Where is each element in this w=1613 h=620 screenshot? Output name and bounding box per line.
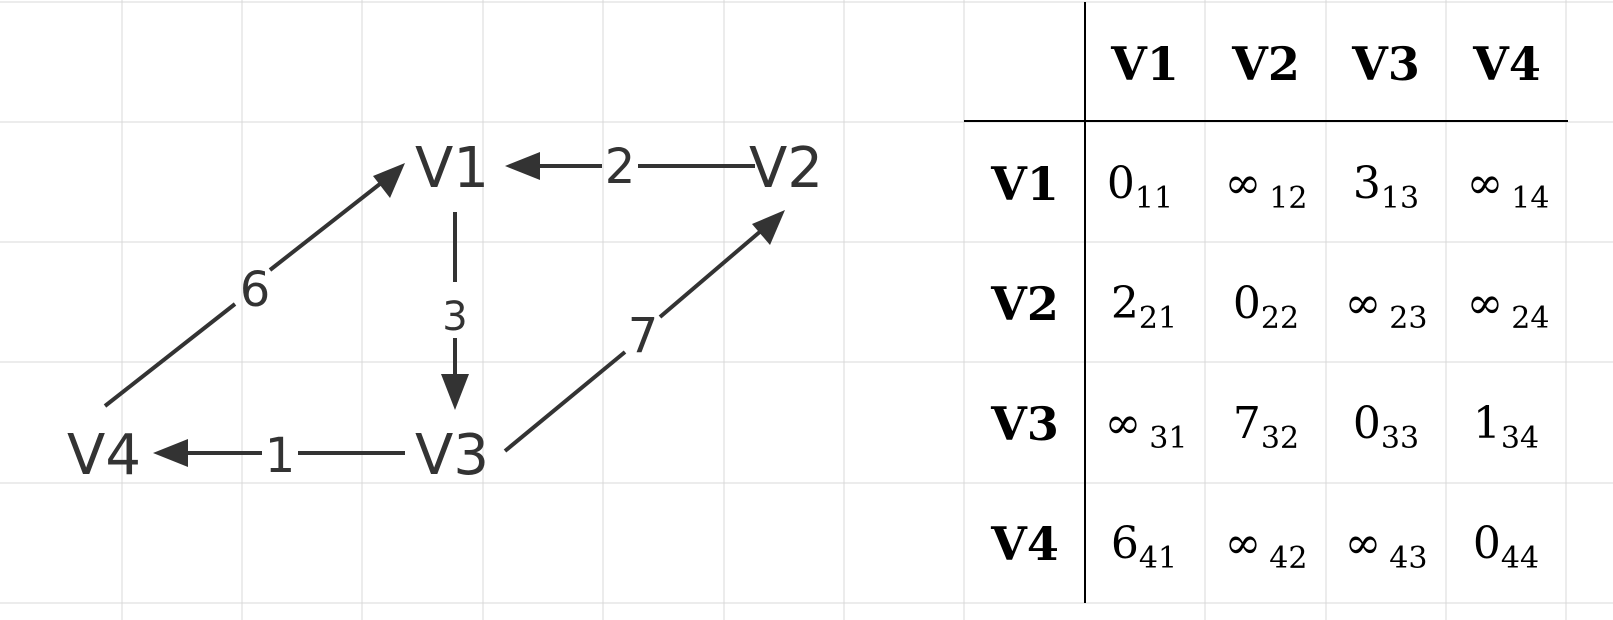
- edge-weight-label: 6: [240, 262, 271, 318]
- node-v2: V2: [749, 136, 823, 201]
- matrix-cell: 134: [1473, 398, 1539, 456]
- arrow-head-icon: [441, 374, 469, 410]
- matrix-cell: 022: [1233, 278, 1299, 336]
- matrix-row-header: V3: [990, 397, 1059, 451]
- edge-weight-label: 7: [628, 308, 659, 364]
- arrow-head-icon: [752, 210, 785, 245]
- arrow-head-icon: [373, 163, 405, 198]
- matrix-cell: ∞24: [1467, 278, 1550, 336]
- matrix-col-header: V3: [1351, 37, 1420, 91]
- edge-v1-v3: 3: [441, 212, 469, 410]
- matrix-cell: 033: [1353, 398, 1419, 456]
- matrix-cell: ∞31: [1105, 398, 1188, 456]
- matrix-cell: ∞14: [1467, 158, 1550, 216]
- matrix-col-header: V1: [1110, 37, 1179, 91]
- edge-weight-label: 3: [442, 294, 467, 340]
- matrix-cell: 641: [1111, 518, 1177, 576]
- edge-v3-v2: 7: [503, 210, 785, 453]
- edge-weight-label: 2: [605, 139, 636, 195]
- arrow-head-icon: [153, 439, 188, 467]
- matrix-row-header: V4: [990, 517, 1059, 571]
- matrix-cell: ∞23: [1345, 278, 1428, 336]
- edge-v3-v4: 1: [153, 428, 405, 484]
- matrix-col-header: V4: [1472, 37, 1541, 91]
- edge-v4-v1: 6: [103, 163, 405, 408]
- matrix-cell: ∞42: [1225, 518, 1308, 576]
- edge-weight-label: 1: [265, 428, 296, 484]
- matrix-cell: 221: [1111, 278, 1177, 336]
- matrix-cell: 011: [1107, 158, 1173, 216]
- matrix-cell: 044: [1473, 518, 1539, 576]
- matrix-cell: ∞12: [1225, 158, 1308, 216]
- node-v4: V4: [67, 423, 141, 488]
- matrix-cell: 732: [1233, 398, 1299, 456]
- matrix-col-header: V2: [1231, 37, 1300, 91]
- matrix-cell: 313: [1353, 158, 1419, 216]
- node-v1: V1: [415, 136, 489, 201]
- matrix-row-header: V2: [990, 277, 1059, 331]
- edge-v2-v1: 2: [505, 139, 755, 195]
- matrix-cell: ∞43: [1345, 518, 1428, 576]
- arrow-head-icon: [505, 152, 540, 180]
- adjacency-matrix: V1 V2 V3 V4 V1 V2 V3 V4 011 ∞12 313 ∞14 …: [964, 2, 1568, 603]
- node-v3: V3: [415, 423, 489, 488]
- matrix-row-header: V1: [990, 157, 1059, 211]
